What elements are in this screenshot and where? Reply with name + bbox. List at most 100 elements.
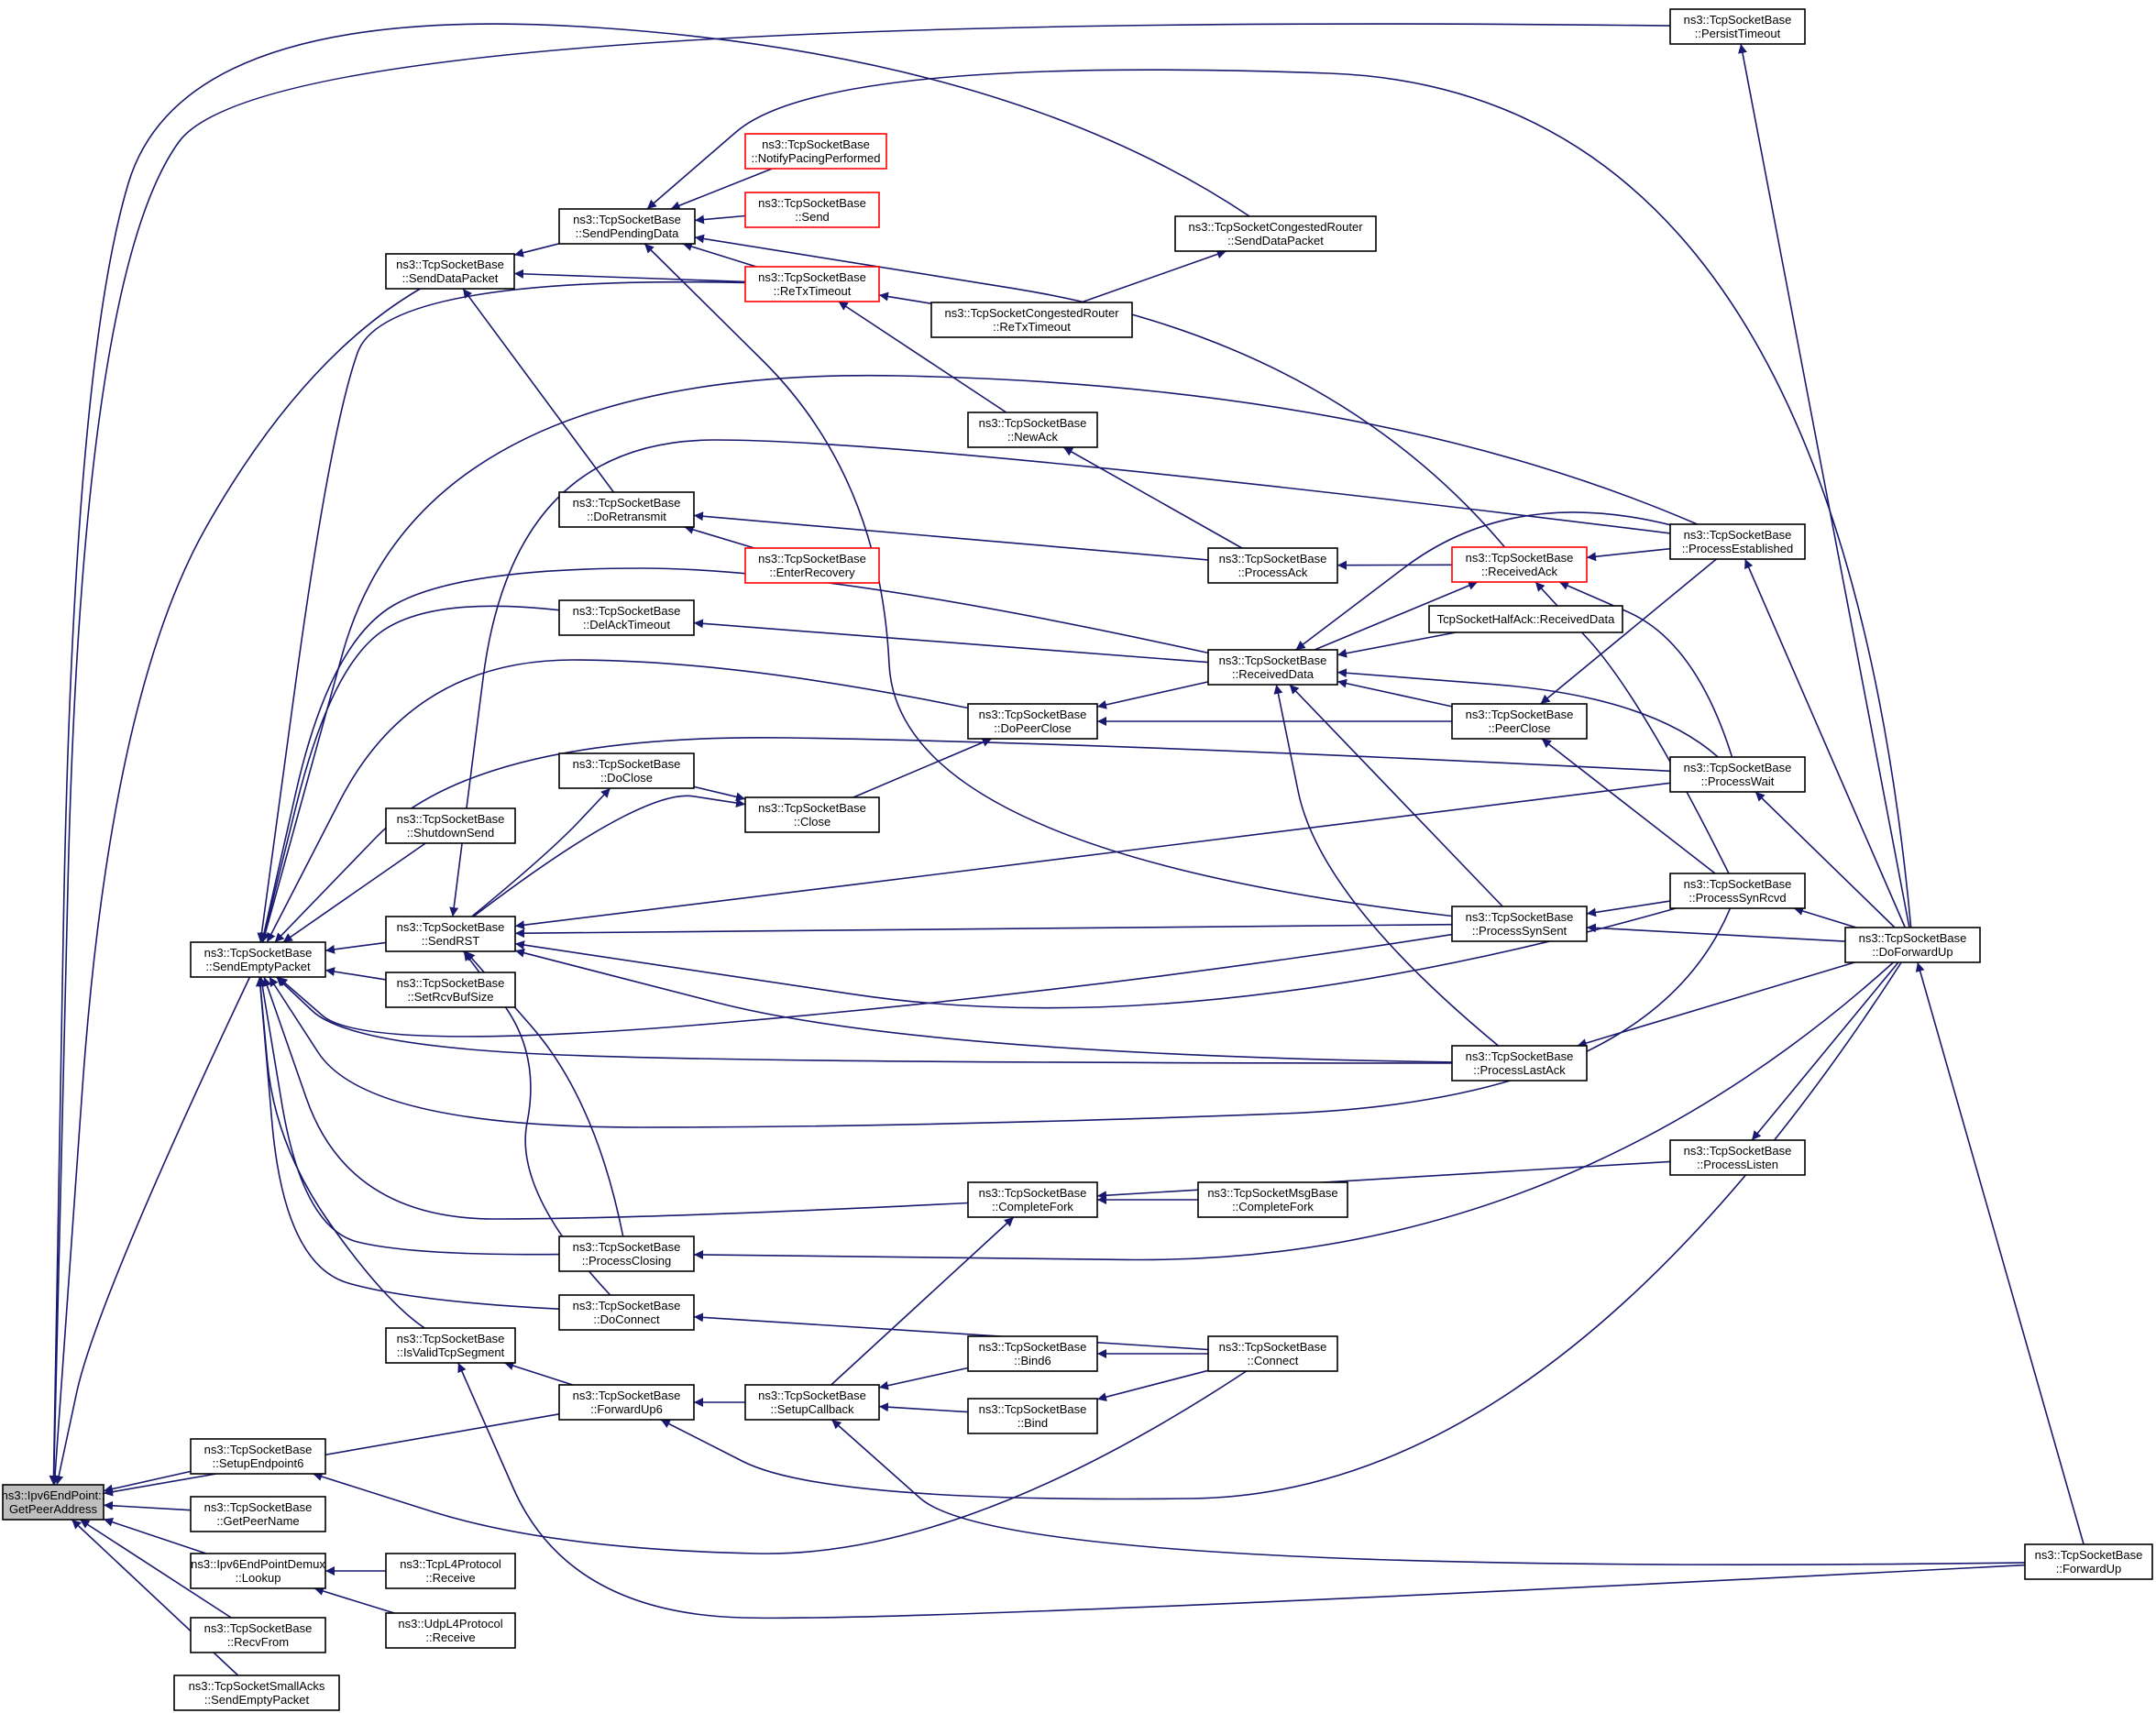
function-node[interactable]: ns3::TcpSocketBase::NotifyPacingPerforme… bbox=[744, 133, 887, 170]
function-node[interactable]: ns3::TcpSocketBase::SetRcvBufSize bbox=[385, 972, 516, 1008]
function-node[interactable]: TcpSocketHalfAck::ReceivedData bbox=[1428, 605, 1623, 633]
function-node[interactable]: ns3::TcpSocketBase::CompleteFork bbox=[967, 1181, 1098, 1218]
node-box bbox=[385, 253, 515, 290]
node-label-line: ::ProcessClosing bbox=[582, 1254, 672, 1268]
function-node[interactable]: ns3::TcpSocketBase::ProcessEstablished bbox=[1669, 523, 1806, 560]
call-edge bbox=[258, 976, 560, 1256]
function-node[interactable]: ns3::TcpSocketBase::ShutdownSend bbox=[385, 807, 516, 844]
focus-function-node[interactable]: ns3::Ipv6EndPoint::GetPeerAddress bbox=[2, 1484, 105, 1521]
function-node[interactable]: ns3::TcpSocketBase::GetPeerName bbox=[190, 1496, 326, 1532]
node-label-line: ::ProcessAck bbox=[1238, 566, 1308, 579]
function-node[interactable]: ns3::TcpSocketBase::PeerClose bbox=[1451, 703, 1588, 740]
call-edge bbox=[838, 301, 1007, 413]
call-edge bbox=[449, 439, 1671, 917]
call-edge bbox=[684, 525, 755, 549]
function-node[interactable]: ns3::TcpSocketCongestedRouter::SendDataP… bbox=[1174, 215, 1377, 252]
function-node[interactable]: ns3::TcpSocketBase::RecvFrom bbox=[190, 1617, 326, 1653]
function-node[interactable]: ns3::TcpSocketMsgBase::CompleteFork bbox=[1197, 1181, 1348, 1218]
function-node[interactable]: ns3::TcpSocketBase::Close bbox=[744, 796, 880, 833]
node-label-line: ns3::TcpSocketBase bbox=[204, 1621, 313, 1635]
function-node[interactable]: ns3::TcpSocketBase::Send bbox=[744, 192, 880, 228]
node-label-line: ::ProcessListen bbox=[1697, 1158, 1778, 1171]
function-node[interactable]: ns3::TcpSocketBase::DoPeerClose bbox=[967, 703, 1098, 740]
call-edge bbox=[830, 1419, 2026, 1565]
function-node[interactable]: ns3::TcpSocketBase::SendRST bbox=[385, 916, 516, 952]
function-node[interactable]: ns3::TcpSocketBase::Bind6 bbox=[967, 1335, 1098, 1372]
function-node[interactable]: ns3::TcpSocketBase::SendEmptyPacket bbox=[190, 941, 326, 978]
node-label-line: ::GetPeerName bbox=[216, 1514, 299, 1528]
function-node[interactable]: ns3::TcpSocketBase::SendPendingData bbox=[558, 208, 696, 245]
function-node[interactable]: ns3::TcpSocketBase::DoRetransmit bbox=[558, 491, 695, 528]
function-node[interactable]: ns3::TcpSocketBase::ForwardUp6 bbox=[558, 1384, 695, 1421]
call-edge bbox=[1744, 558, 1907, 928]
node-label-line: ::NewAck bbox=[1007, 430, 1058, 444]
call-edge bbox=[324, 967, 387, 981]
node-label-line: ::ReTxTimeout bbox=[993, 320, 1071, 334]
node-box bbox=[558, 208, 696, 245]
node-label-line: ns3::TcpSocketBase bbox=[979, 1402, 1087, 1416]
node-label-line: ::CompleteFork bbox=[1232, 1200, 1314, 1213]
call-edge bbox=[313, 1370, 1248, 1554]
function-node[interactable]: ns3::TcpSocketBase::DelAckTimeout bbox=[558, 599, 695, 636]
call-edge bbox=[314, 1587, 395, 1614]
node-label-line: ::PeerClose bbox=[1489, 721, 1551, 735]
function-node[interactable]: ns3::TcpSocketBase::SetupEndpoint6 bbox=[190, 1438, 326, 1475]
function-node[interactable]: ns3::TcpSocketBase::ProcessSynSent bbox=[1451, 906, 1588, 942]
node-label-line: ::SendEmptyPacket bbox=[205, 960, 311, 973]
call-edge bbox=[694, 214, 746, 225]
call-edge bbox=[1534, 581, 1730, 874]
call-edge bbox=[513, 269, 746, 283]
function-node[interactable]: ns3::TcpSocketBase::ProcessLastAck bbox=[1451, 1045, 1588, 1082]
call-edge bbox=[471, 787, 611, 917]
node-label-line: ns3::TcpSocketMsgBase bbox=[1207, 1186, 1337, 1200]
function-node[interactable]: ns3::TcpSocketBase::ReceivedData bbox=[1207, 649, 1338, 686]
function-node[interactable]: ns3::TcpSocketBase::Bind bbox=[967, 1398, 1098, 1434]
call-edge bbox=[878, 291, 932, 304]
function-node[interactable]: ns3::TcpSocketBase::SetupCallback bbox=[744, 1384, 880, 1421]
node-label-line: ::SetupCallback bbox=[770, 1402, 854, 1416]
node-box bbox=[558, 599, 695, 636]
node-label-line: ns3::TcpSocketBase bbox=[573, 1240, 681, 1254]
function-node[interactable]: ns3::TcpSocketBase::ForwardUp bbox=[2024, 1543, 2153, 1580]
node-box bbox=[744, 133, 887, 170]
node-label-line: ns3::TcpSocketBase bbox=[1684, 877, 1792, 891]
call-edge bbox=[465, 950, 624, 1237]
node-label-line: ns3::TcpSocketBase bbox=[204, 1500, 313, 1514]
function-node[interactable]: ns3::TcpSocketBase::DoClose bbox=[558, 752, 695, 789]
function-node[interactable]: ns3::TcpSocketBase::EnterRecovery bbox=[744, 547, 880, 584]
function-node[interactable]: ns3::TcpSocketBase::ProcessListen bbox=[1669, 1139, 1806, 1176]
function-node[interactable]: ns3::UdpL4Protocol::Receive bbox=[385, 1612, 516, 1649]
call-edge bbox=[1062, 446, 1243, 549]
function-node[interactable]: ns3::TcpSocketSmallAcks::SendEmptyPacket bbox=[173, 1675, 340, 1711]
function-node[interactable]: ns3::Ipv6EndPointDemux::Lookup bbox=[190, 1553, 326, 1589]
function-node[interactable]: ns3::TcpSocketCongestedRouter::ReTxTimeo… bbox=[930, 302, 1133, 338]
function-node[interactable]: ns3::TcpSocketBase::ProcessSynRcvd bbox=[1669, 873, 1806, 909]
edge-layer bbox=[49, 23, 2084, 1676]
function-node[interactable]: ns3::TcpSocketBase::ProcessAck bbox=[1207, 547, 1338, 584]
function-node[interactable]: ns3::TcpL4Protocol::Receive bbox=[385, 1553, 516, 1589]
function-node[interactable]: ns3::TcpSocketBase::ReceivedAck bbox=[1451, 546, 1588, 583]
function-node[interactable]: ns3::TcpSocketBase::Connect bbox=[1207, 1335, 1338, 1372]
node-label-line: ns3::TcpSocketBase bbox=[397, 1332, 505, 1345]
function-node[interactable]: ns3::TcpSocketBase::PersistTimeout bbox=[1669, 8, 1806, 45]
node-box bbox=[1207, 649, 1338, 686]
function-node[interactable]: ns3::TcpSocketBase::DoConnect bbox=[558, 1294, 695, 1331]
function-node[interactable]: ns3::TcpSocketBase::ReTxTimeout bbox=[744, 266, 880, 302]
function-node[interactable]: ns3::TcpSocketBase::NewAck bbox=[967, 412, 1098, 448]
node-box bbox=[744, 1384, 880, 1421]
function-node[interactable]: ns3::TcpSocketBase::ProcessClosing bbox=[558, 1235, 695, 1272]
function-node[interactable]: ns3::TcpSocketBase::DoForwardUp bbox=[1844, 927, 1981, 963]
node-label-line: ::Connect bbox=[1248, 1354, 1299, 1367]
node-box bbox=[190, 1438, 326, 1475]
node-label-line: ::Close bbox=[794, 815, 830, 829]
call-edge bbox=[472, 795, 746, 917]
function-node[interactable]: ns3::TcpSocketBase::SendDataPacket bbox=[385, 253, 515, 290]
function-node[interactable]: ns3::TcpSocketBase::ProcessWait bbox=[1669, 756, 1806, 793]
node-label-line: ns3::TcpSocketBase bbox=[758, 552, 866, 566]
node-label-line: ns3::Ipv6EndPointDemux bbox=[191, 1557, 325, 1571]
function-node[interactable]: ns3::TcpSocketBase::IsValidTcpSegment bbox=[385, 1327, 516, 1364]
call-edge bbox=[694, 234, 1506, 548]
call-edge bbox=[504, 1361, 573, 1386]
node-label-line: ::ForwardUp6 bbox=[590, 1402, 663, 1416]
call-edge bbox=[878, 1402, 969, 1413]
